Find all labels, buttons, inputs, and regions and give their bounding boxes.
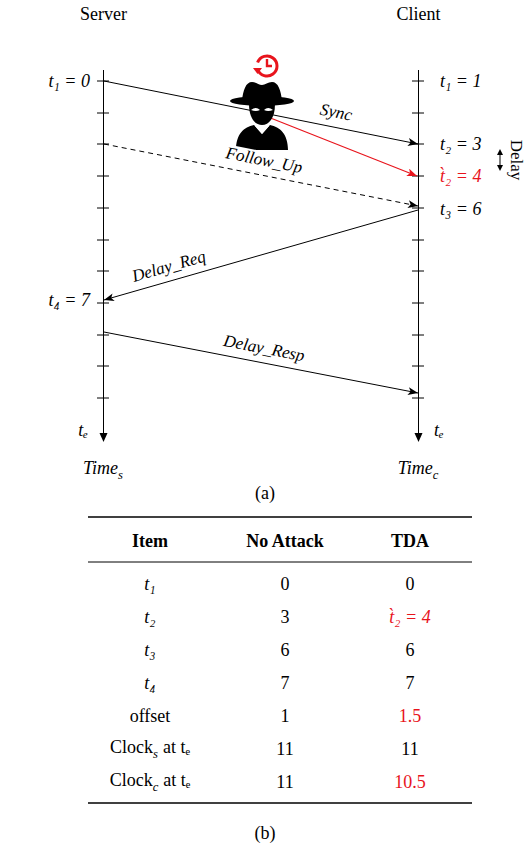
table-header: TDA <box>391 531 429 552</box>
message-label: Sync <box>316 101 355 126</box>
table-cell: offset <box>130 706 171 727</box>
timestamp-label: t₃ = 6 <box>440 199 481 220</box>
attacker-figure <box>230 82 294 150</box>
subscript: c <box>153 780 159 794</box>
table-cell: 10.5 <box>394 772 426 793</box>
table-cell: 3 <box>281 607 290 628</box>
subfigure-label: (a) <box>255 483 275 504</box>
table-cell: t₂ <box>144 607 155 628</box>
rewind-clock-icon <box>253 56 277 76</box>
table-rule <box>88 516 472 518</box>
table-cell: 0 <box>406 574 415 595</box>
table-cell: t₃ <box>144 640 155 661</box>
message-arrow <box>104 332 418 393</box>
table-header: Item <box>132 531 168 552</box>
axis-label: Time <box>83 458 118 478</box>
table-cell: 6 <box>406 640 415 661</box>
table-cell: at tₑ <box>163 770 190 790</box>
table-rule <box>88 562 472 563</box>
lifeline: Client <box>418 70 419 433</box>
table-cell-group: Clocks at tₑ <box>110 737 190 761</box>
table-header: No Attack <box>246 531 324 552</box>
timestamp-label: t̀₂ = 4 <box>440 166 481 187</box>
attacker-eye <box>264 108 273 111</box>
table-rule <box>88 802 472 804</box>
table-cell: 1 <box>281 706 290 727</box>
table-cell: Clock <box>110 737 153 757</box>
delay-bracket-head <box>497 149 503 155</box>
lifeline-title: Server <box>80 4 127 26</box>
end-time-label: tₑ <box>434 420 444 441</box>
subscript: s <box>153 747 158 761</box>
message-arrow <box>104 144 418 206</box>
message-label: Delay_Resp <box>220 331 308 366</box>
table-cell: 11 <box>276 739 293 760</box>
attacker-eye <box>251 108 260 111</box>
delay-bracket <box>500 153 501 167</box>
subscript: c <box>433 468 439 482</box>
timestamp-label: t₄ = 7 <box>49 290 90 311</box>
table-cell: 7 <box>281 673 290 694</box>
table-cell: t̀₂ = 4 <box>389 607 430 628</box>
tick-marks <box>97 81 424 398</box>
end-time-label: tₑ <box>78 420 88 441</box>
delay-label: Delay <box>506 140 526 181</box>
attacker-collar <box>255 125 269 134</box>
delay-bracket-head <box>497 165 503 171</box>
message-arrow <box>104 210 418 300</box>
table-cell: 6 <box>281 640 290 661</box>
table-cell: 11 <box>276 772 293 793</box>
table-cell: t₁ <box>144 574 155 595</box>
table-cell: 0 <box>281 574 290 595</box>
table-cell-group: Clockc at tₑ <box>110 770 191 794</box>
table-cell: 1.5 <box>399 706 422 727</box>
axis-arrowhead <box>415 433 423 442</box>
subfigure-label: (b) <box>255 823 276 844</box>
timestamp-label: t₁ = 0 <box>49 71 90 92</box>
lifeline: Server <box>103 70 104 433</box>
axis-label: Time <box>398 458 433 478</box>
axis-arrowhead <box>100 433 108 442</box>
axis-label-group: Times <box>83 458 123 482</box>
table-cell: Clock <box>110 770 153 790</box>
message-label: Delay_Req <box>128 247 210 287</box>
timestamp-label: t₁ = 1 <box>440 71 481 92</box>
table-cell: at tₑ <box>163 737 190 757</box>
table-cell: 11 <box>401 739 418 760</box>
lifeline-title: Client <box>397 4 441 26</box>
axis-label-group: Timec <box>398 458 439 482</box>
table-cell: t₄ <box>144 673 155 694</box>
timestamp-label: t₂ = 3 <box>440 134 481 155</box>
table-cell: 7 <box>406 673 415 694</box>
subscript: s <box>118 468 123 482</box>
